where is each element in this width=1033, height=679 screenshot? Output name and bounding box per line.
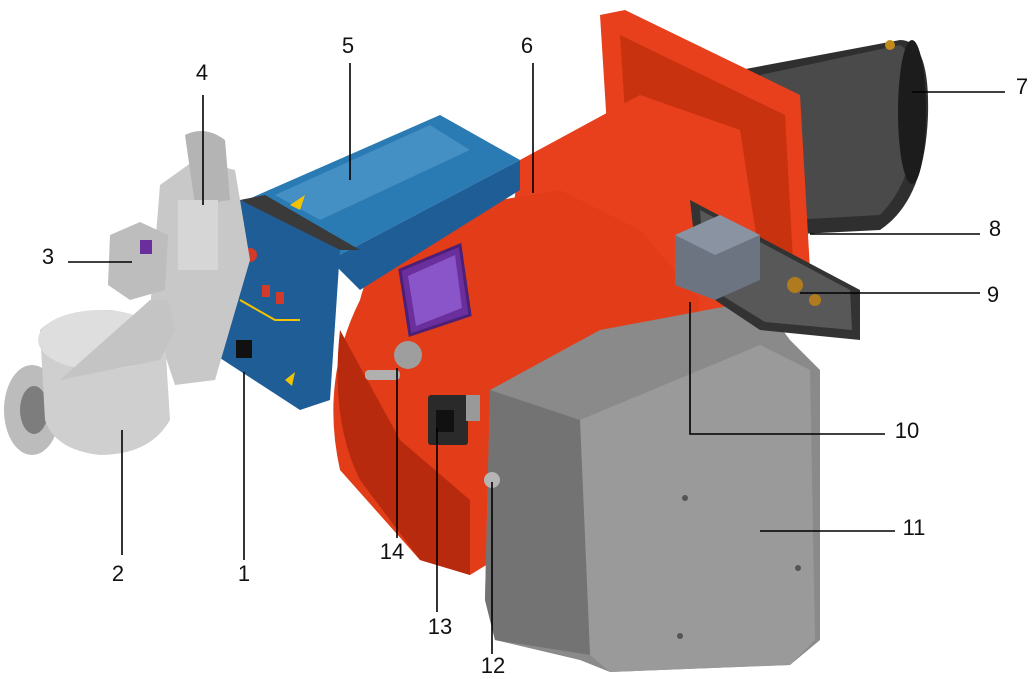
callout-9: 9 <box>987 282 999 307</box>
fan-housing <box>484 300 820 672</box>
callout-12: 12 <box>481 653 505 678</box>
callout-11: 11 <box>903 515 926 540</box>
callout-7: 7 <box>1016 74 1028 99</box>
leader-line-10 <box>689 302 885 435</box>
callout-labels: 1 2 3 4 5 6 7 8 9 10 11 12 13 14 <box>42 33 1028 678</box>
callout-10: 10 <box>895 418 919 443</box>
callout-13: 13 <box>428 614 452 639</box>
gas-filter <box>4 300 175 455</box>
callout-3: 3 <box>42 244 54 269</box>
gas-valve <box>150 131 250 385</box>
servomotor <box>675 215 760 300</box>
damper-handle <box>365 341 422 380</box>
callout-4: 4 <box>196 60 208 85</box>
callout-5: 5 <box>342 33 354 58</box>
burner-illustration <box>4 10 929 672</box>
callout-2: 2 <box>112 561 124 586</box>
callout-6: 6 <box>521 33 533 58</box>
callout-1: 1 <box>238 561 250 586</box>
gas-pressure-switch <box>108 222 168 300</box>
pressure-switch <box>428 395 480 445</box>
callout-8: 8 <box>989 216 1001 241</box>
leader-lines <box>68 63 1005 654</box>
callout-14: 14 <box>380 539 404 564</box>
